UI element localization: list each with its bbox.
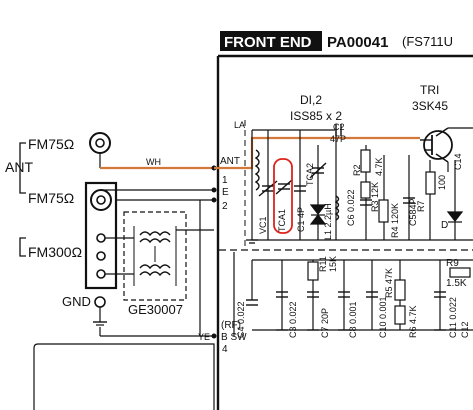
- r2-resistor: [360, 149, 371, 173]
- r9-value: 1.5K: [446, 278, 467, 289]
- pin-2-label: 2: [222, 201, 228, 212]
- c6-label: C6 0.022: [346, 189, 356, 226]
- r4-label: R4 120K: [390, 203, 400, 238]
- transistor-tr1: TRI 3SK45: [412, 83, 473, 172]
- coil-la-label: LA: [234, 120, 245, 130]
- tr1-part: 3SK45: [412, 99, 448, 113]
- vc1-label: VC1: [258, 216, 268, 234]
- tca1-highlight: [273, 158, 293, 234]
- c8-label: C8 0.001: [348, 301, 358, 338]
- coil-la: [254, 149, 260, 191]
- c5-capacitor: [403, 197, 415, 204]
- r9-ref: R9: [446, 258, 459, 269]
- c7-label: C7 20P: [320, 308, 330, 338]
- diode-pair-ref: DI,2: [300, 93, 322, 107]
- r11-resistor: [307, 261, 319, 281]
- antenna-terminal-block: [84, 181, 118, 290]
- r5-label: R5 47K: [384, 268, 394, 298]
- c14-label: C14: [453, 153, 463, 170]
- rf-circuit: LA VC1 TCA1 C1 4P TCA2: [214, 93, 473, 241]
- c2-value: 47P: [330, 134, 346, 144]
- rf-pin-label: 4: [222, 344, 228, 355]
- part-number: PA00041: [327, 34, 388, 51]
- tr1-ref: TRI: [420, 83, 439, 97]
- board-frame: [216, 54, 473, 410]
- c1-label: C1 4P: [296, 207, 306, 232]
- inductor-l1: [334, 195, 340, 221]
- pin-1-label: 1: [222, 175, 228, 186]
- c12-label: C12: [460, 321, 470, 338]
- coax-connector-top: [89, 132, 111, 168]
- r4-resistor: [378, 199, 389, 223]
- c6-capacitor: [360, 199, 372, 206]
- r11-label: R11: [318, 256, 328, 272]
- diode-d: [446, 211, 464, 223]
- diode-pair-part: ISS85 x 2: [290, 109, 342, 123]
- r2-value: 4.7K: [374, 157, 384, 176]
- board-terminals: ANT 1 E 2 (RF) B SW 4 YE: [198, 156, 247, 355]
- c2-ref: C2: [333, 122, 345, 132]
- board-ant-label: ANT: [220, 156, 240, 167]
- rf-label: (RF): [221, 320, 241, 331]
- r7-resistor: [425, 171, 436, 195]
- antenna-section: ANT FM75Ω FM75Ω FM300Ω GND: [5, 132, 214, 337]
- r11-value: 15K: [328, 256, 338, 272]
- header: FRONT END PA00041 (FS711U: [220, 31, 453, 51]
- pin-e-label: E: [222, 187, 229, 198]
- fm300-label: FM300Ω: [28, 244, 82, 260]
- balun-transformer: [123, 211, 187, 301]
- tca1-capacitor: [275, 179, 293, 195]
- r9-resistor: [449, 267, 471, 278]
- antenna-wiring: [99, 189, 214, 337]
- c10-label: C10 0.001: [378, 296, 388, 338]
- c4-label: C4 0.022: [236, 301, 246, 338]
- tca2-label: TCA2: [305, 163, 315, 186]
- r6-resistor: [394, 305, 406, 325]
- r5-resistor: [394, 279, 406, 301]
- section-title: FRONT END: [224, 34, 312, 51]
- fm75-mid-label: FM75Ω: [28, 190, 74, 206]
- d-label: D: [441, 220, 448, 231]
- c1-capacitor: [294, 185, 306, 192]
- fm75-top-label: FM75Ω: [28, 136, 74, 152]
- section-title-box: [220, 31, 322, 51]
- lower-components: R11 15K R9 1.5K C4 0.022 C3 0.022 C7 20P…: [233, 239, 473, 338]
- c5-label: C584P: [408, 198, 418, 226]
- c3-label: C3 0.022: [288, 301, 298, 338]
- r7-value: 100: [437, 175, 447, 190]
- balun-label: GE30007: [128, 302, 183, 317]
- r2-label: R2: [352, 164, 362, 176]
- r3-label: R3 12K: [370, 182, 380, 212]
- ant-group-label: ANT: [5, 159, 33, 175]
- ye-label: YE: [198, 332, 210, 342]
- tca1-label: TCA1: [277, 209, 287, 232]
- tca2-capacitor: [309, 162, 327, 179]
- bsw-label: B SW: [221, 332, 247, 343]
- gnd-terminal: [94, 296, 106, 308]
- next-section-outline: [33, 343, 215, 410]
- gnd-label: GND: [62, 294, 91, 309]
- r3-resistor: [360, 181, 371, 199]
- l1-label: L1 2.2µH: [323, 203, 333, 240]
- r6-label: R6 4.7K: [408, 305, 418, 338]
- wire-wh-label: WH: [146, 157, 161, 167]
- c2-capacitor: [335, 124, 342, 136]
- c11-label: C11 0.022: [448, 297, 458, 338]
- model-suffix: (FS711U: [402, 34, 453, 49]
- r7-label: R7: [416, 200, 426, 212]
- diode-d2: [309, 214, 327, 225]
